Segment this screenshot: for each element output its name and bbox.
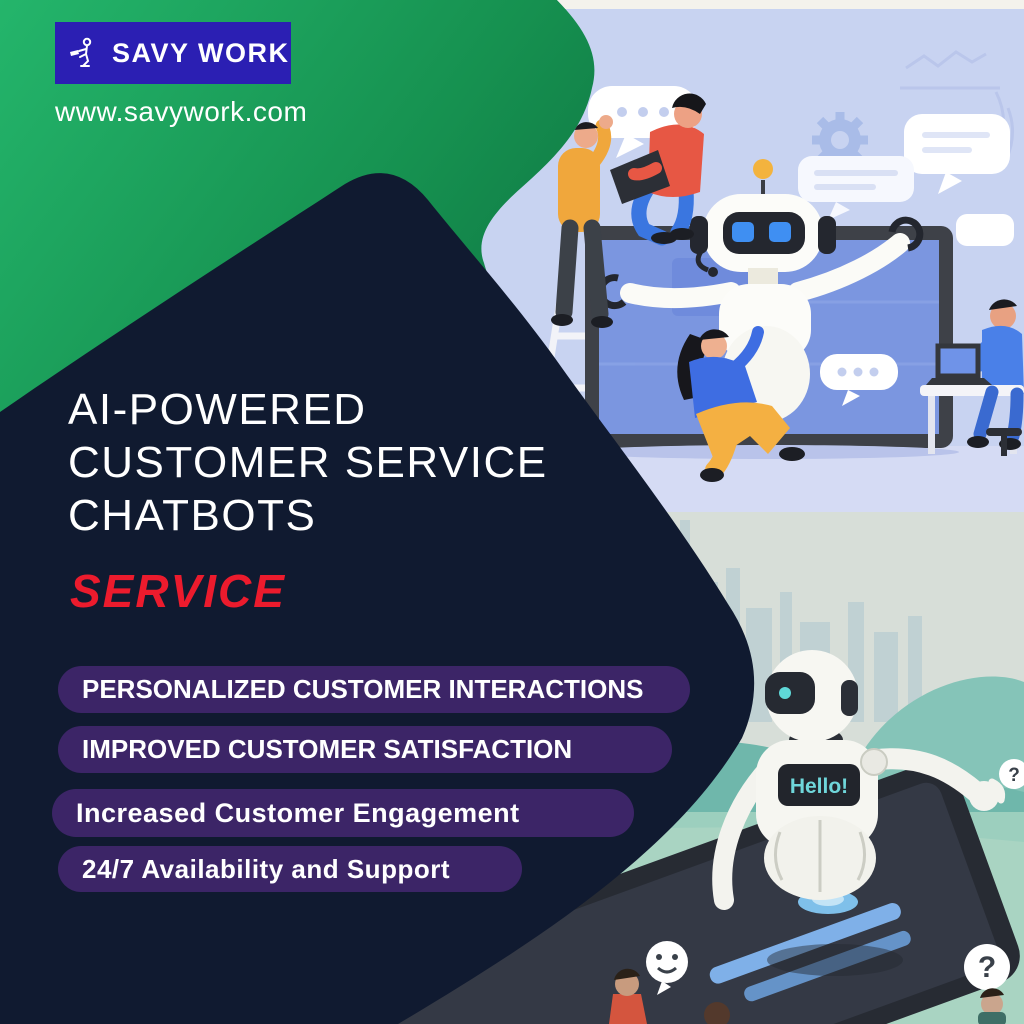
robot-chest-screen [778, 764, 860, 806]
speech-bubble-typing [820, 354, 898, 406]
robot-left-arm [620, 282, 741, 309]
person-at-desk [920, 299, 1024, 456]
headline-line-2: CUSTOMER SERVICE [68, 438, 548, 487]
website-url: www.savywork.com [55, 96, 308, 127]
question-mark-icon-2: ? [1008, 765, 1020, 786]
robot-right-hand [888, 216, 924, 252]
question-bubble-small: ? [999, 759, 1024, 789]
feature-pill-4-label: 24/7 Availability and Support [82, 853, 450, 884]
feature-pill-1-label: PERSONALIZED CUSTOMER INTERACTIONS [82, 674, 644, 704]
man-on-laptop [610, 93, 706, 246]
robot-head [690, 159, 836, 277]
person-yellow [551, 115, 613, 328]
headline-line-1: AI-POWERED [68, 385, 367, 434]
chatbot-team-illustration [481, 0, 1024, 512]
brand-name: SAVY WORK [112, 37, 290, 68]
woman-sitting [677, 326, 805, 482]
speech-bubble-text [904, 114, 1010, 194]
feature-pill-2: IMPROVED CUSTOMER SATISFACTION [58, 726, 672, 773]
robot-shadow [767, 944, 903, 976]
tiny-person-red [609, 968, 647, 1024]
feature-pill-1: PERSONALIZED CUSTOMER INTERACTIONS [58, 666, 690, 713]
robot-chest-text: Hello! [790, 775, 848, 798]
hello-robot: Hello! [712, 650, 1006, 910]
question-mark-icon: ? [978, 951, 996, 984]
robot-right-arm [788, 233, 910, 302]
feature-pill-4: 24/7 Availability and Support [58, 846, 522, 892]
gear-icon [812, 112, 868, 168]
speech-bubble-wide [798, 156, 914, 220]
headline-line-3: CHATBOTS [68, 491, 317, 540]
feature-pill-2-label: IMPROVED CUSTOMER SATISFACTION [82, 734, 573, 764]
tiny-person-right [978, 988, 1006, 1024]
speech-bubble-small [956, 214, 1014, 246]
question-bubble: ? [964, 944, 1010, 990]
feature-pill-3-label: Increased Customer Engagement [76, 797, 520, 828]
headline: AI-POWERED CUSTOMER SERVICE CHATBOTS [68, 383, 608, 542]
accent-word: SERVICE [70, 565, 286, 617]
smiley-bubble [646, 941, 688, 995]
logo: SAVY WORK [55, 22, 291, 84]
feature-pill-3: Increased Customer Engagement [52, 789, 634, 837]
speech-bubble-dots [588, 86, 698, 158]
person-at-desk-icon [70, 37, 92, 67]
tiny-person-brown [704, 1002, 730, 1024]
